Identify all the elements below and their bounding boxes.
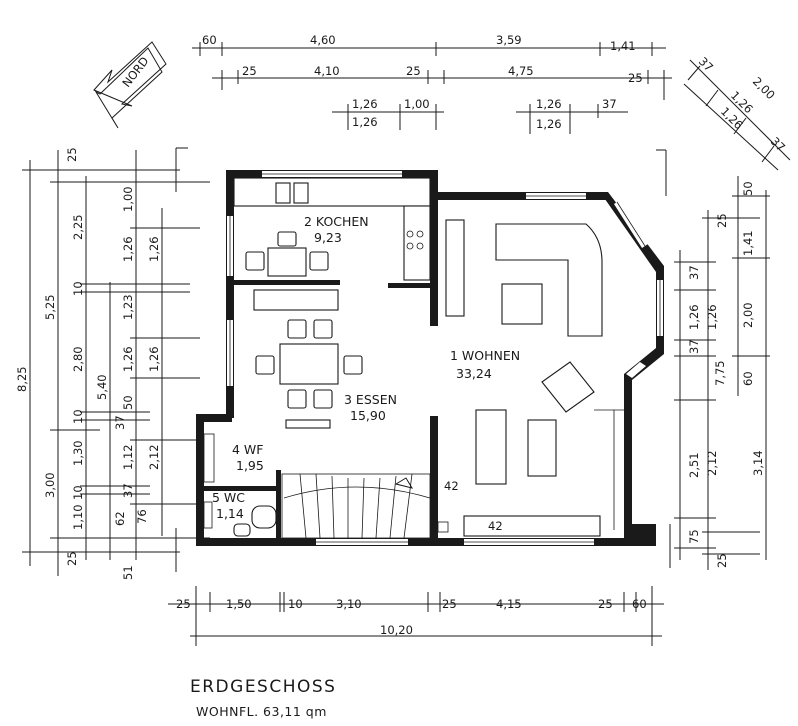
dim-left-c3-5: 10 <box>71 485 85 500</box>
room-wohnen-name: 1 WOHNEN <box>450 348 520 363</box>
dim-top-r1-3: 1,41 <box>610 39 636 53</box>
dim-left-c5-3: 1,26 <box>121 346 135 372</box>
dim-bot-r1-1: 1,50 <box>226 597 252 611</box>
dim-right-c2-2: 2,12 <box>705 450 719 476</box>
dim-left-c4-1: 37 <box>113 415 127 430</box>
dim-bot-r1-7: 60 <box>632 597 647 611</box>
plan-title: ERDGESCHOSS <box>190 677 336 697</box>
dim-left-c2-2: 3,00 <box>43 472 57 498</box>
corner-marks <box>175 147 671 572</box>
dim-left-c3-2: 2,80 <box>71 346 85 372</box>
room-kochen-name: 2 KOCHEN <box>304 214 369 229</box>
north-arrow-icon: NORD <box>93 41 167 129</box>
dim-right-c2-1: 1,26 <box>705 304 719 330</box>
bottom-dimensions: 25 1,50 10 3,10 25 4,15 25 60 10,20 <box>168 586 664 646</box>
dim-left-c2-3: 25 <box>65 551 79 566</box>
dim-top-r3a-0: 1,26 <box>352 97 378 111</box>
dim-right-c1-1: 1,26 <box>687 304 701 330</box>
stair-label-1: 42 <box>444 479 459 493</box>
dim-top-r3a-1: 1,00 <box>404 97 430 111</box>
dim-left-c4-0: 5,40 <box>95 374 109 400</box>
room-kochen-area: 9,23 <box>314 230 342 245</box>
stair-label-2: 42 <box>488 519 503 533</box>
top-dimensions: 60 4,60 3,59 1,41 25 4,10 25 4,75 25 1,2… <box>192 33 672 134</box>
dim-left-c6-1: 1,26 <box>147 346 161 372</box>
dim-top-r1-1: 4,60 <box>310 33 336 47</box>
staircase: 42 42 <box>281 473 503 539</box>
dim-left-c3-0: 2,25 <box>71 214 85 240</box>
dim-top-r3b-0: 1,26 <box>536 97 562 111</box>
dim-top-r3b-1: 37 <box>602 97 617 111</box>
dim-diag-4: 37 <box>768 134 788 154</box>
left-dimensions: 8,25 25 5,25 3,00 25 2,25 10 2,80 10 1,3… <box>15 147 210 580</box>
dim-right-c1-2: 37 <box>687 339 701 354</box>
dim-bot-r1-0: 25 <box>176 597 191 611</box>
dim-left-c5-0: 1,00 <box>121 186 135 212</box>
dim-left-c5-1: 1,26 <box>121 236 135 262</box>
dim-top-r1-2: 3,59 <box>496 33 522 47</box>
dim-right-c4-1: 3,14 <box>751 450 765 476</box>
dim-left-c5-2: 1,23 <box>121 294 135 320</box>
kitchen-furniture <box>233 177 431 281</box>
dim-left-c3-4: 1,30 <box>71 440 85 466</box>
sanitary-fixtures <box>203 433 277 537</box>
dim-right-c2-0: 25 <box>715 213 729 228</box>
dim-left-c5-5: 1,12 <box>121 444 135 470</box>
dim-right-c3-3: 60 <box>741 371 755 386</box>
dim-left-c6-0: 1,26 <box>147 236 161 262</box>
dim-right-c4-0: 7,75 <box>713 360 727 386</box>
dim-left-c6-2: 2,12 <box>147 444 161 470</box>
dim-bot-r1-5: 4,15 <box>496 597 522 611</box>
room-labels: 2 KOCHEN 9,23 3 ESSEN 15,90 1 WOHNEN 33,… <box>212 214 520 521</box>
dining-furniture <box>253 289 363 429</box>
dim-left-c5-4: 50 <box>121 395 135 410</box>
dim-top-r3b-2: 1,26 <box>536 117 562 131</box>
dim-left-c3-6: 1,10 <box>71 504 85 530</box>
dim-bot-r1-3: 3,10 <box>336 597 362 611</box>
dim-left-c5-6: 37 <box>121 483 135 498</box>
dim-left-c5-7: 76 <box>135 509 149 524</box>
dim-right-c1-0: 37 <box>687 265 701 280</box>
dim-left-c2-1: 5,25 <box>43 294 57 320</box>
dim-left-c4-3: 51 <box>121 565 135 580</box>
room-essen-area: 15,90 <box>350 408 386 423</box>
dim-right-c3-2: 2,00 <box>741 302 755 328</box>
room-wf-name: 4 WF <box>232 442 263 457</box>
north-label: NORD <box>119 54 151 90</box>
room-essen-name: 3 ESSEN <box>344 392 397 407</box>
dim-top-r2-3: 4,75 <box>508 64 534 78</box>
dim-top-r2-1: 4,10 <box>314 64 340 78</box>
dim-right-c1-4: 75 <box>687 529 701 544</box>
dim-right-c1-3: 2,51 <box>687 452 701 478</box>
dim-left-outer-0: 8,25 <box>15 366 29 392</box>
dim-top-r2-2: 25 <box>406 64 421 78</box>
dim-diag-1: 2,00 <box>750 74 778 102</box>
dim-top-r2-0: 25 <box>242 64 257 78</box>
dim-bot-r2-0: 10,20 <box>380 623 413 637</box>
dim-bot-r1-4: 25 <box>442 597 457 611</box>
dim-right-c2-3: 25 <box>715 553 729 568</box>
plan-subtitle: WOHNFL. 63,11 qm <box>196 704 327 719</box>
room-wc-name: 5 WC <box>212 490 245 505</box>
room-wc-area: 1,14 <box>216 506 244 521</box>
dim-bot-r1-6: 25 <box>598 597 613 611</box>
dim-left-c3-1: 10 <box>71 281 85 296</box>
dim-diag-0: 37 <box>696 54 716 74</box>
dim-top-r1-0: 60 <box>202 33 217 47</box>
right-diagonal-dimensions: 37 2,00 1,26 1,26 37 <box>683 54 791 171</box>
room-wf-area: 1,95 <box>236 458 264 473</box>
dim-left-c2-0: 25 <box>65 147 79 162</box>
dim-left-c4-2: 62 <box>113 511 127 526</box>
living-furniture <box>445 219 624 537</box>
dim-bot-r1-2: 10 <box>288 597 303 611</box>
dim-top-r3a-2: 1,26 <box>352 115 378 129</box>
dim-right-c3-1: 1,41 <box>741 230 755 256</box>
window-lines <box>229 173 661 543</box>
dim-top-r2-4: 25 <box>628 71 643 85</box>
dim-left-c3-3: 10 <box>71 409 85 424</box>
dim-right-c3-0: 50 <box>741 181 755 196</box>
right-dimensions: 37 1,26 37 2,51 75 25 1,26 2,12 25 50 1,… <box>674 176 770 570</box>
room-wohnen-area: 33,24 <box>456 366 492 381</box>
